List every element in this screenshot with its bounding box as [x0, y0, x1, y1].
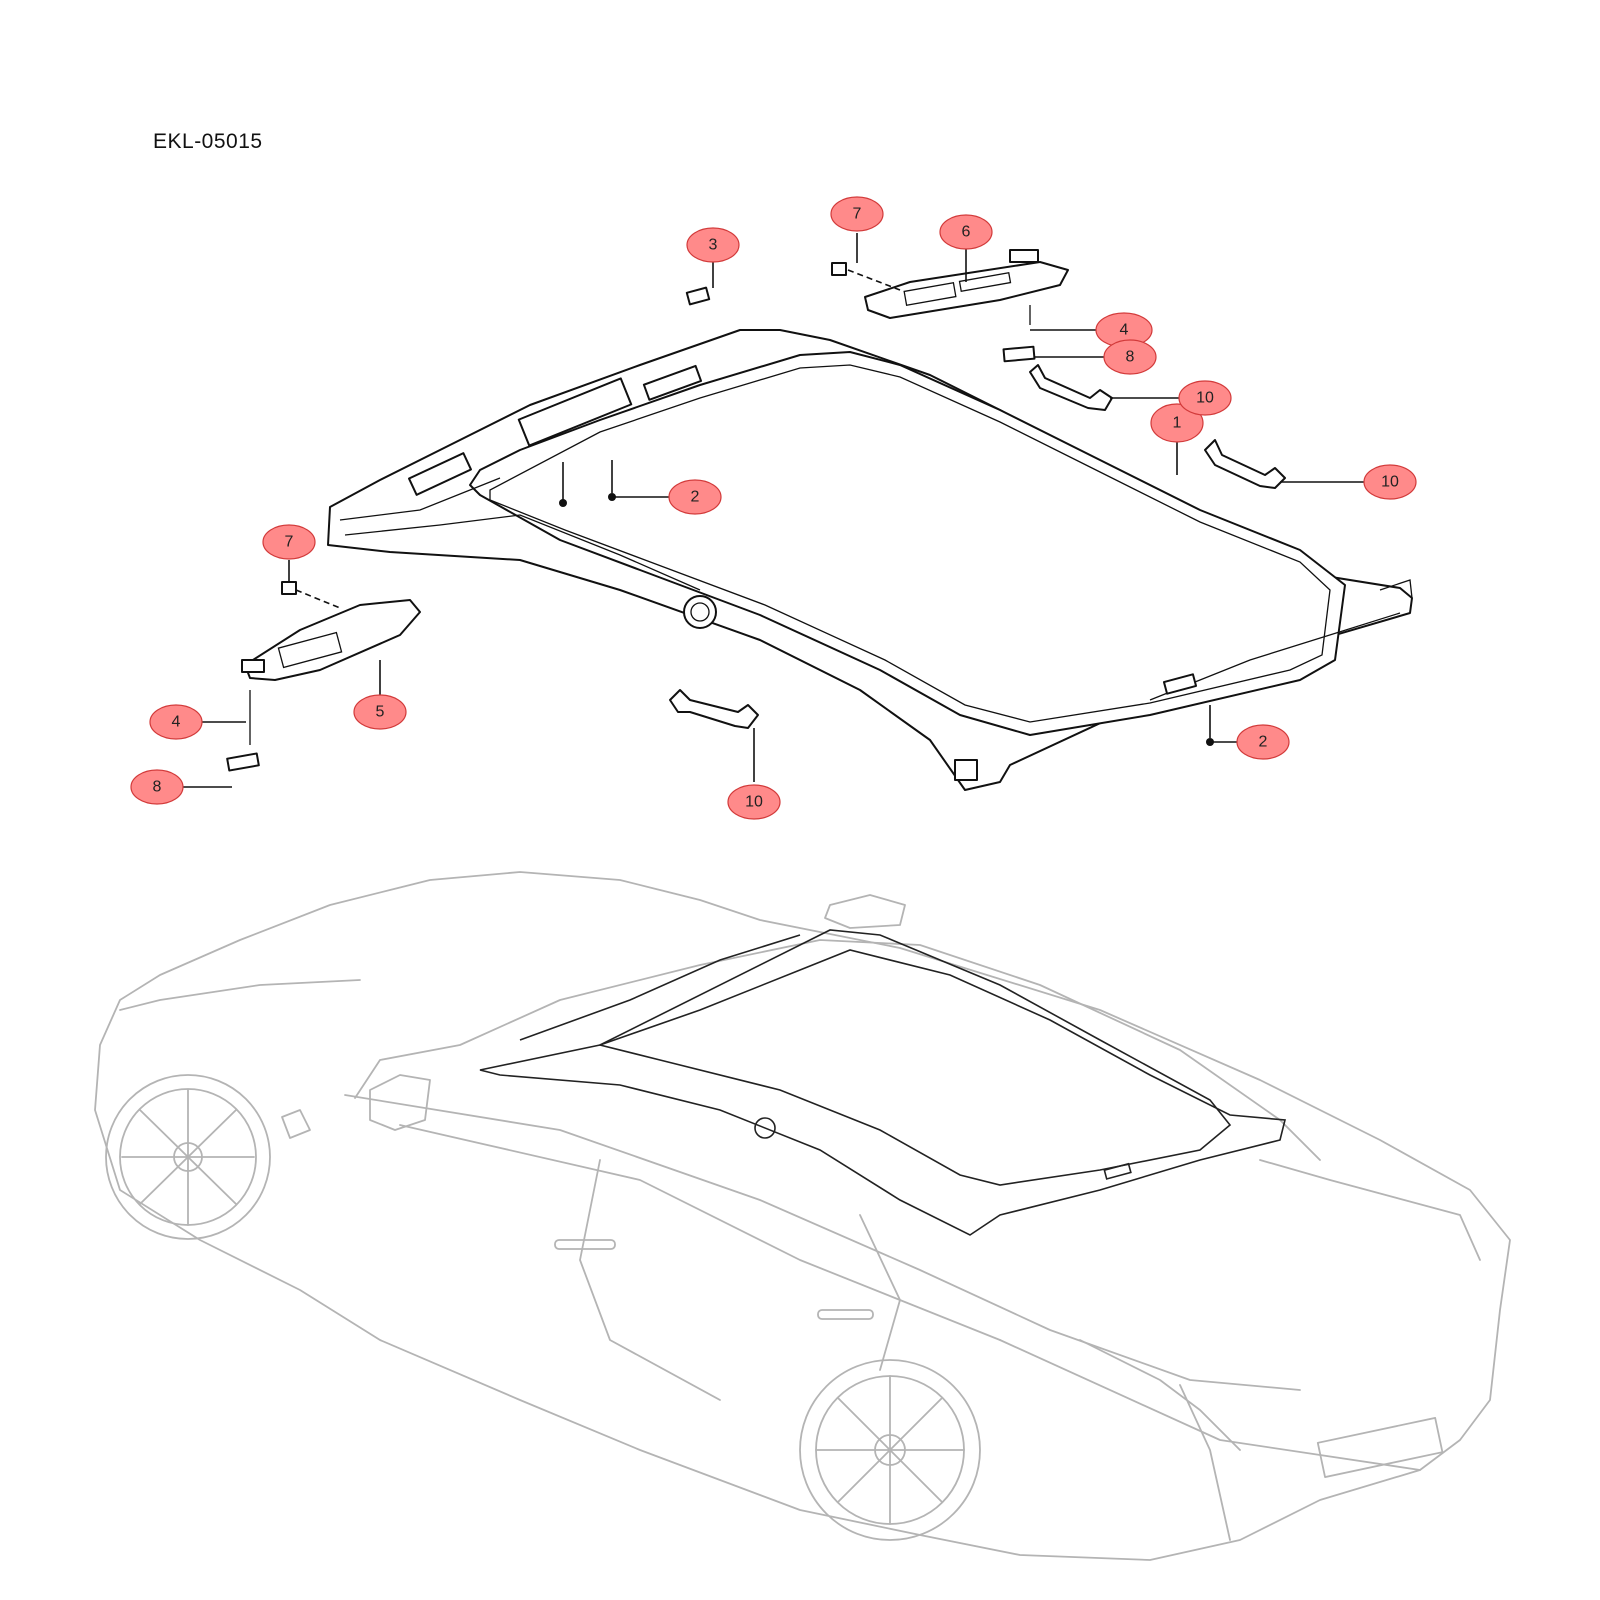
callout-number: 10	[1196, 390, 1214, 407]
callout-number: 10	[1381, 474, 1399, 491]
callout-6-sun-visor-right: 6	[939, 214, 993, 250]
headliner	[327, 329, 1413, 791]
sun-visor-right	[864, 249, 1069, 319]
callout-10-grab-handle: 10	[727, 784, 781, 820]
callout-bubble	[668, 479, 722, 515]
visor-clip-left	[281, 581, 297, 595]
callout-5-sun-visor-left: 5	[353, 694, 407, 730]
callout-number: 2	[691, 489, 700, 506]
callout-number: 10	[745, 794, 763, 811]
callout-number: 4	[1120, 322, 1129, 339]
callout-bubble	[727, 784, 781, 820]
callout-bubble	[1363, 464, 1417, 500]
callout-10-grab-handle: 10	[1363, 464, 1417, 500]
visor-bracket-right	[1002, 345, 1036, 363]
callout-2-clip-fastener: 2	[668, 479, 722, 515]
callout-bubble	[149, 704, 203, 740]
callout-number: 1	[1173, 415, 1182, 432]
callout-4-screw: 4	[149, 704, 203, 740]
diagram-code: EKL-05015	[153, 130, 263, 153]
callout-number: 5	[376, 704, 385, 721]
callout-number: 8	[153, 779, 162, 796]
callout-number: 2	[1259, 734, 1268, 751]
callout-bubble	[1236, 724, 1290, 760]
grab-handle-left	[669, 689, 759, 729]
callout-bubble	[939, 214, 993, 250]
sun-visor-left	[241, 599, 421, 681]
visor-clip-right	[831, 262, 847, 276]
callout-bubble	[353, 694, 407, 730]
callout-number: 3	[709, 237, 718, 254]
callout-bubble	[262, 524, 316, 560]
grab-handle-right-front	[1029, 364, 1113, 411]
callout-8-visor-bracket: 8	[130, 769, 184, 805]
callout-bubble	[130, 769, 184, 805]
leader-lines	[175, 233, 1365, 788]
callout-3-pad: 3	[686, 227, 740, 263]
callout-8-visor-bracket: 8	[1103, 339, 1157, 375]
callout-7-visor-clip: 7	[262, 524, 316, 560]
visor-bracket-left	[226, 752, 260, 772]
callout-number: 7	[285, 534, 294, 551]
callout-bubble	[1150, 403, 1204, 443]
callout-number: 4	[172, 714, 181, 731]
callout-number: 6	[962, 224, 971, 241]
callout-bubble	[1103, 339, 1157, 375]
callout-7-visor-clip: 7	[830, 196, 884, 232]
callout-10-grab-handle: 10	[1178, 380, 1232, 416]
installed-headliner	[479, 929, 1287, 1236]
callout-2-clip-fastener: 2	[1236, 724, 1290, 760]
callout-bubble	[830, 196, 884, 232]
pad-part	[685, 286, 711, 306]
callout-number: 7	[853, 206, 862, 223]
callout-number: 8	[1126, 349, 1135, 366]
callout-bubble	[686, 227, 740, 263]
grab-handle-right-rear	[1204, 439, 1286, 489]
callout-group: 1 2 2 3 4 4 5 6 7 7 8 8 10 10 10	[130, 196, 1417, 820]
callout-1-headliner: 1	[1150, 403, 1204, 443]
callout-bubble	[1178, 380, 1232, 416]
car-outline	[94, 871, 1511, 1561]
